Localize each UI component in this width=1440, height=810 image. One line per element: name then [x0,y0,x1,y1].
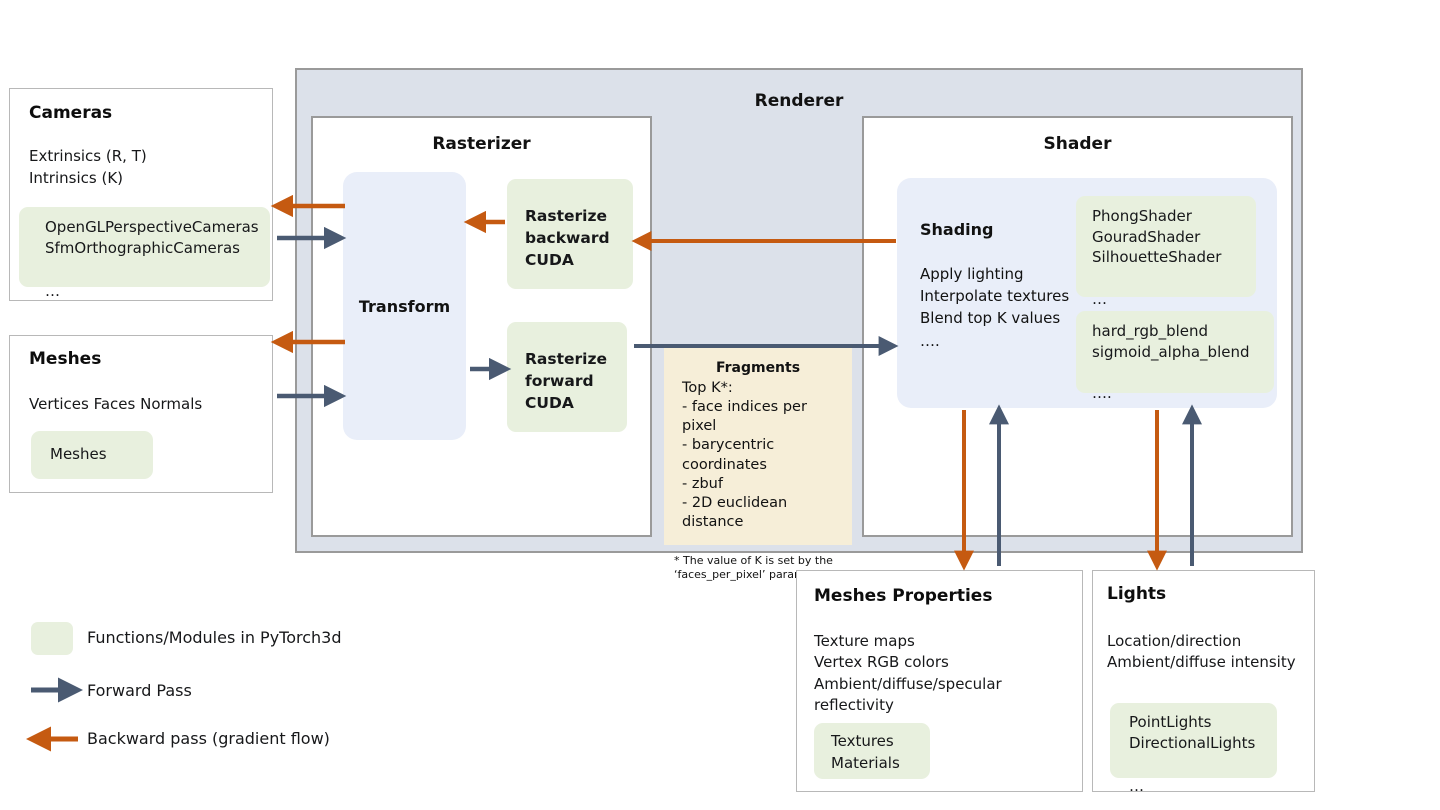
renderer-title: Renderer [754,91,844,111]
lights-body: Location/direction Ambient/diffuse inten… [1107,632,1296,672]
shading-body: Apply lighting Interpolate textures Blen… [920,265,1070,350]
lights-title: Lights [1107,584,1167,604]
fragments-list: Top K*: - face indices per pixel - baryc… [682,380,807,530]
legend-forward-label: Forward Pass [87,681,192,700]
meshes-title: Meshes [29,349,102,369]
legend-backward-label: Backward pass (gradient flow) [87,729,330,748]
cameras-modules-chip: OpenGLPerspectiveCameras SfmOrthographic… [19,207,270,300]
transform-block: Transform [343,172,466,440]
fragments-box: Fragments Top K*: - face indices per pix… [664,348,852,581]
meshes-body: Vertices Faces Normals [29,395,203,413]
lights-panel: Lights Location/direction Ambient/diffus… [1092,570,1315,795]
shading-title: Shading [920,220,994,239]
meshes-panel: Meshes Vertices Faces Normals Meshes [9,335,273,493]
blend-functions-chip: hard_rgb_blend sigmoid_alpha_blend …. [1076,311,1274,402]
rasterize-forward-cuda-chip: Rasterize forward CUDA [507,322,627,432]
shader-title: Shader [1043,134,1112,154]
shader-classes-chip: PhongShader GouradShader SilhouetteShade… [1076,196,1256,308]
cameras-panel: Cameras Extrinsics (R, T) Intrinsics (K)… [9,88,273,301]
fragments-note: * The value of K is set by the ‘faces_pe… [674,554,833,582]
rasterizer-title: Rasterizer [432,134,531,154]
transform-label: Transform [358,296,451,316]
meshes-properties-title: Meshes Properties [814,586,993,606]
legend-module-swatch [31,622,73,655]
meshes-properties-panel: Meshes Properties Texture maps Vertex RG… [796,570,1083,792]
rasterize-backward-cuda-chip: Rasterize backward CUDA [507,179,633,289]
meshes-properties-body: Texture maps Vertex RGB colors Ambient/d… [814,632,1002,735]
legend-modules-label: Functions/Modules in PyTorch3d [87,628,342,647]
cameras-title: Cameras [29,103,113,123]
meshes-properties-modules-chip: Textures Materials [814,723,930,779]
cameras-body: Extrinsics (R, T) Intrinsics (K) [29,147,147,187]
fragments-title: Fragments [715,360,801,376]
lights-modules-chip: PointLights DirectionalLights … [1110,703,1277,795]
meshes-modules-chip: Meshes [31,431,153,479]
